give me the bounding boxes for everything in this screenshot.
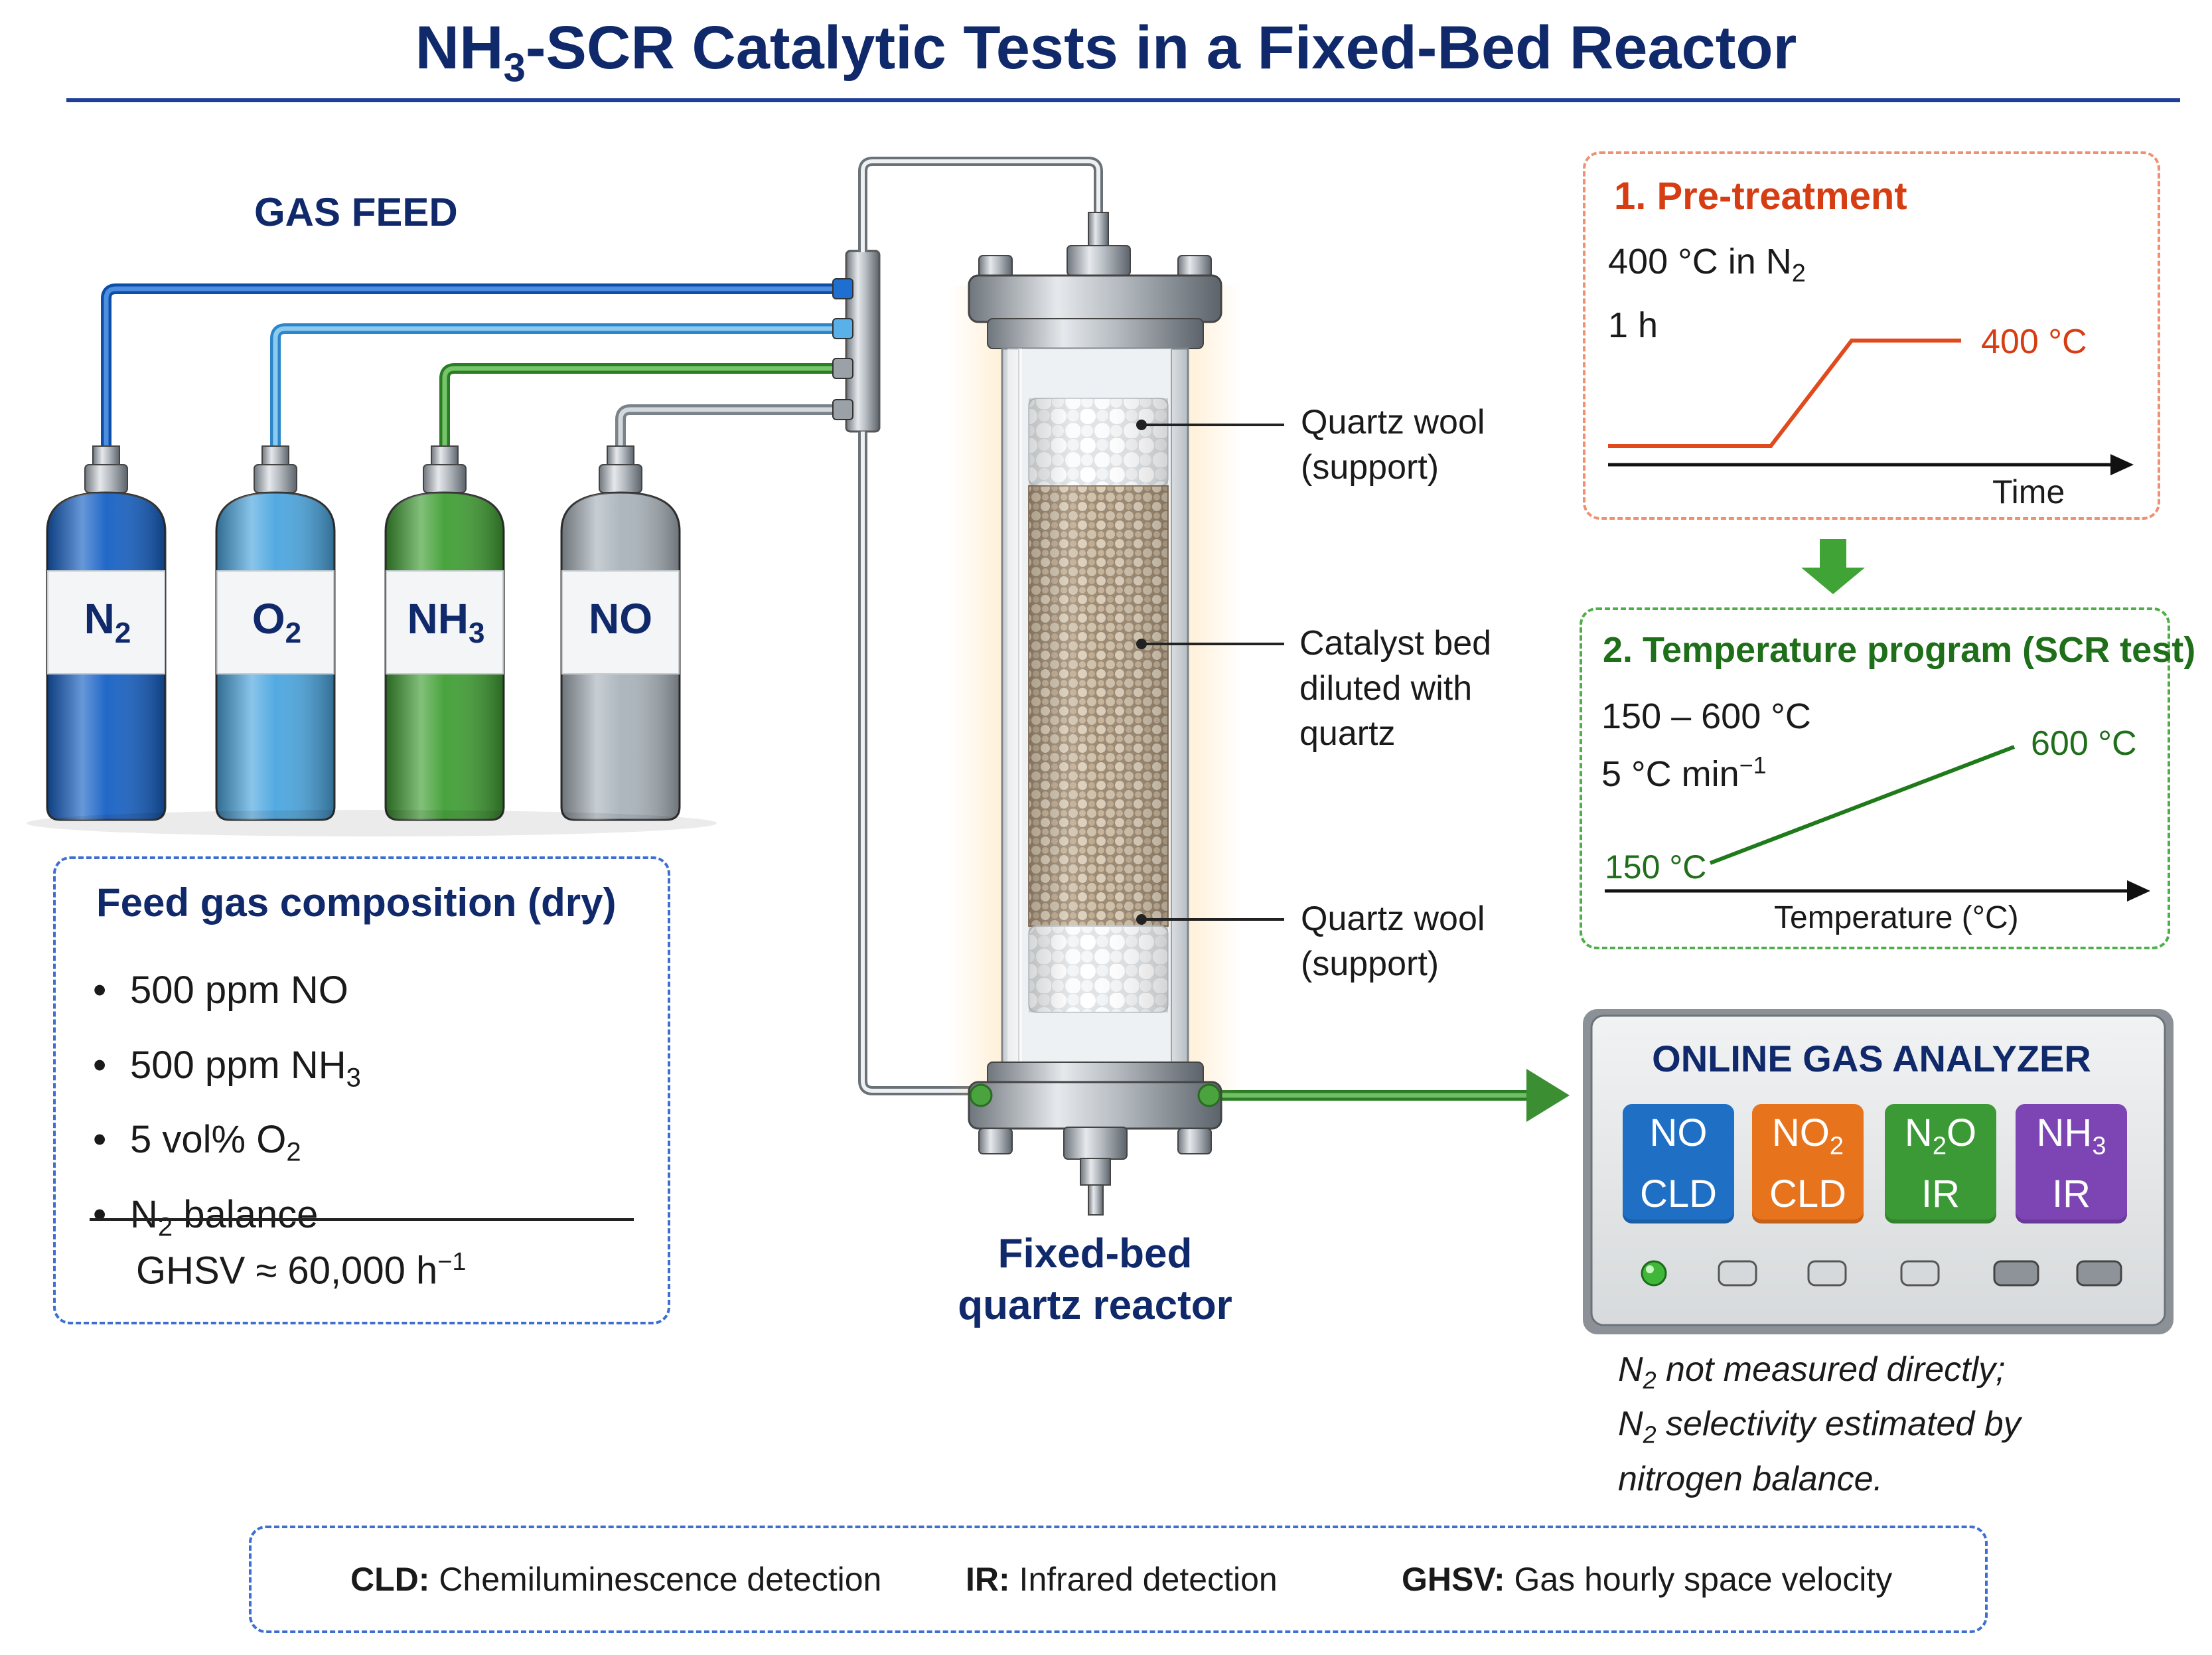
reactor-tubing bbox=[858, 157, 1103, 1095]
label-quartz-wool-top: Quartz wool(support) bbox=[1301, 403, 1485, 487]
cylinder-label-n2: N2 bbox=[84, 595, 131, 649]
pretreatment-title: 1. Pre-treatment bbox=[1614, 175, 1907, 218]
legend-item-ghsv: GHSV: Gas hourly space velocity bbox=[1402, 1561, 1893, 1598]
gas-cylinders bbox=[46, 445, 681, 821]
list-item: N2 balance bbox=[93, 1184, 361, 1259]
step-arrow bbox=[1801, 539, 1865, 594]
analyzer-tile-nh3: NH3 IR bbox=[2016, 1104, 2127, 1223]
cylinder-label-no: NO bbox=[589, 595, 652, 643]
list-item: 500 ppm NH3 bbox=[93, 1034, 361, 1109]
analyzer-title: ONLINE GAS ANALYZER bbox=[1652, 1038, 2091, 1079]
ghsv-value: GHSV ≈ 60,000 h−1 bbox=[136, 1248, 467, 1293]
legend-item-ir: IR: Infrared detection bbox=[966, 1561, 1278, 1598]
temperature-program-profile bbox=[1605, 745, 2150, 902]
cylinder-nh3 bbox=[384, 445, 505, 821]
cylinder-o2 bbox=[215, 445, 336, 821]
temperature-program-title: 2. Temperature program (SCR test) bbox=[1603, 630, 2196, 670]
feed-divider bbox=[90, 1218, 634, 1221]
analyzer-tile-no: NO CLD bbox=[1623, 1104, 1734, 1223]
manifold bbox=[832, 250, 881, 433]
temperature-program-conditions: 150 – 600 °C 5 °C min−1 bbox=[1601, 696, 1811, 794]
legend-box bbox=[249, 1526, 1988, 1633]
gas-lines bbox=[101, 283, 840, 451]
reactor-leader-lines bbox=[1136, 420, 1284, 925]
outlet-line bbox=[1208, 1069, 1570, 1122]
temperature-high-label: 600 °C bbox=[2031, 724, 2137, 763]
analyzer-note: N2 not measured directly; N2 selectivity… bbox=[1618, 1350, 2021, 1498]
list-item: 5 vol% O2 bbox=[93, 1109, 361, 1184]
temperature-low-label: 150 °C bbox=[1605, 848, 1707, 886]
online-gas-analyzer bbox=[1583, 1009, 2174, 1334]
cylinder-label-o2: O2 bbox=[252, 595, 302, 649]
legend-item-cld: CLD: Chemiluminescence detection bbox=[350, 1561, 882, 1598]
fixed-bed-reactor bbox=[949, 212, 1241, 1216]
temperature-program-box bbox=[1580, 607, 2170, 949]
cylinder-no bbox=[560, 445, 681, 821]
list-item: 500 ppm NO bbox=[93, 959, 361, 1034]
pretreatment-axis-label: Time bbox=[1992, 473, 2065, 511]
analyzer-tile-n2o: N2O IR bbox=[1885, 1104, 1996, 1223]
feed-composition-title: Feed gas composition (dry) bbox=[96, 880, 617, 925]
pretreatment-box bbox=[1583, 151, 2160, 520]
pretreatment-profile bbox=[1608, 339, 2134, 475]
pretreatment-conditions: 400 °C in N2 1 h bbox=[1608, 242, 1806, 345]
analyzer-tile-no2: NO2 CLD bbox=[1752, 1104, 1864, 1223]
temperature-axis-label: Temperature (°C) bbox=[1774, 900, 2019, 935]
feed-composition-box bbox=[53, 856, 670, 1324]
feed-composition-list: 500 ppm NO 500 ppm NH3 5 vol% O2 N2 bala… bbox=[93, 959, 361, 1258]
cylinder-label-nh3: NH3 bbox=[407, 595, 485, 649]
cylinder-n2 bbox=[46, 445, 167, 821]
label-quartz-wool-bottom: Quartz wool(support) bbox=[1301, 900, 1485, 983]
pretreatment-temp-label: 400 °C bbox=[1981, 323, 2087, 361]
page-title: NH3-SCR Catalytic Tests in a Fixed-Bed R… bbox=[415, 14, 1797, 90]
gas-feed-label: GAS FEED bbox=[254, 190, 458, 234]
title-divider bbox=[66, 98, 2180, 102]
